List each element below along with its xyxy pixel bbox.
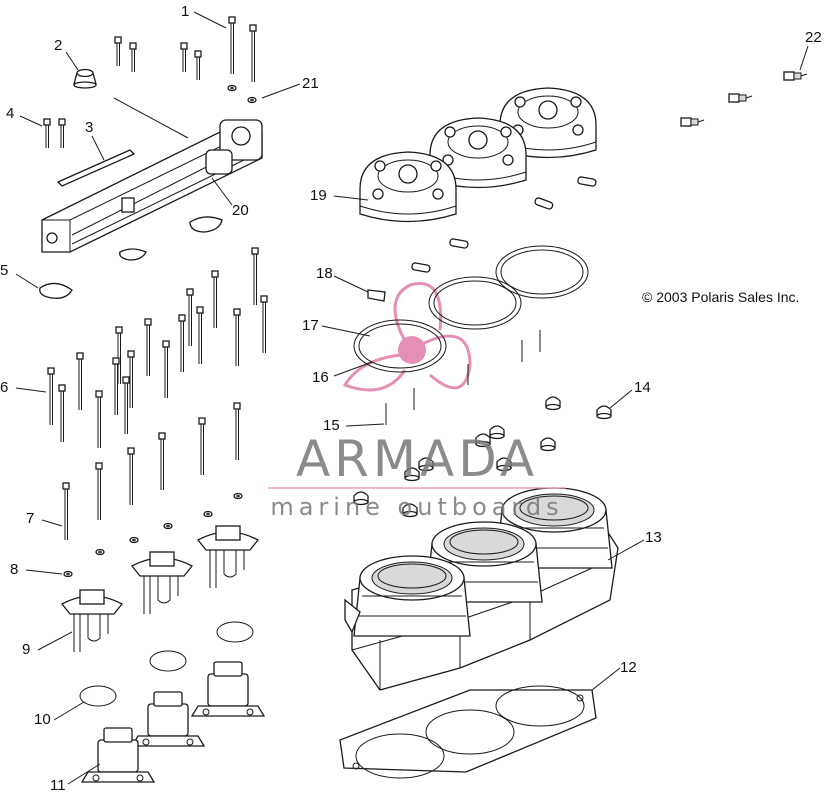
part-7-studs	[62, 402, 241, 541]
part-15-dowel-pins	[385, 330, 541, 425]
callout-4: 4	[6, 105, 14, 122]
callout-6: 6	[0, 379, 8, 396]
callout-21: 21	[302, 75, 319, 92]
part-11-valves	[81, 661, 265, 783]
part-6-head-bolts	[47, 247, 268, 449]
callout-8: 8	[10, 561, 18, 578]
part-5-gasket	[39, 282, 73, 299]
part-21-washers	[227, 84, 257, 104]
part-22-spark-plugs	[680, 71, 808, 127]
part-10-o-rings	[79, 621, 254, 707]
part-9-actuators	[61, 525, 259, 653]
callout-15: 15	[323, 417, 340, 434]
callout-7: 7	[26, 510, 34, 527]
callout-14: 14	[634, 379, 651, 396]
callout-20: 20	[232, 202, 249, 219]
watermark-brand: ARMADA	[296, 430, 538, 488]
callout-11: 11	[50, 777, 66, 794]
callout-17: 17	[302, 317, 319, 334]
part-16-17-seal-rings	[353, 245, 589, 373]
leader-2	[113, 97, 189, 139]
part-18-gasket	[367, 289, 386, 302]
part-13-cylinder-block	[344, 487, 619, 691]
fuel-rail	[41, 119, 263, 253]
part-19-cylinder-heads	[359, 87, 597, 223]
callout-labels: 1 2 4 3 20 21 22 19 5 18 17 16 6 14 15 7…	[0, 3, 822, 794]
callout-3: 3	[85, 119, 93, 136]
callout-1: 1	[181, 3, 189, 20]
part-2-cap	[73, 68, 97, 89]
callout-5: 5	[0, 262, 8, 279]
callout-9: 9	[22, 641, 30, 658]
watermark-logo-icon	[342, 282, 472, 392]
part-1-bolts	[228, 16, 257, 83]
part-3-gasket-strip	[56, 149, 136, 187]
callout-16: 16	[312, 369, 329, 386]
part-4-bolts	[43, 118, 66, 149]
callout-10: 10	[34, 711, 51, 728]
callout-19: 19	[310, 187, 327, 204]
rail-gaskets	[119, 216, 223, 261]
leader-lines	[15, 11, 809, 785]
callout-2: 2	[54, 37, 62, 54]
copyright-text: © 2003 Polaris Sales Inc.	[642, 289, 799, 305]
head-small-gaskets	[411, 176, 597, 273]
part-12-base-gasket	[339, 685, 597, 779]
callout-18: 18	[316, 265, 333, 282]
callout-22: 22	[805, 29, 822, 46]
callout-12: 12	[620, 659, 637, 676]
rail-bolts	[114, 36, 202, 81]
watermark-tagline: marine outboards	[270, 493, 563, 521]
callout-13: 13	[645, 529, 662, 546]
